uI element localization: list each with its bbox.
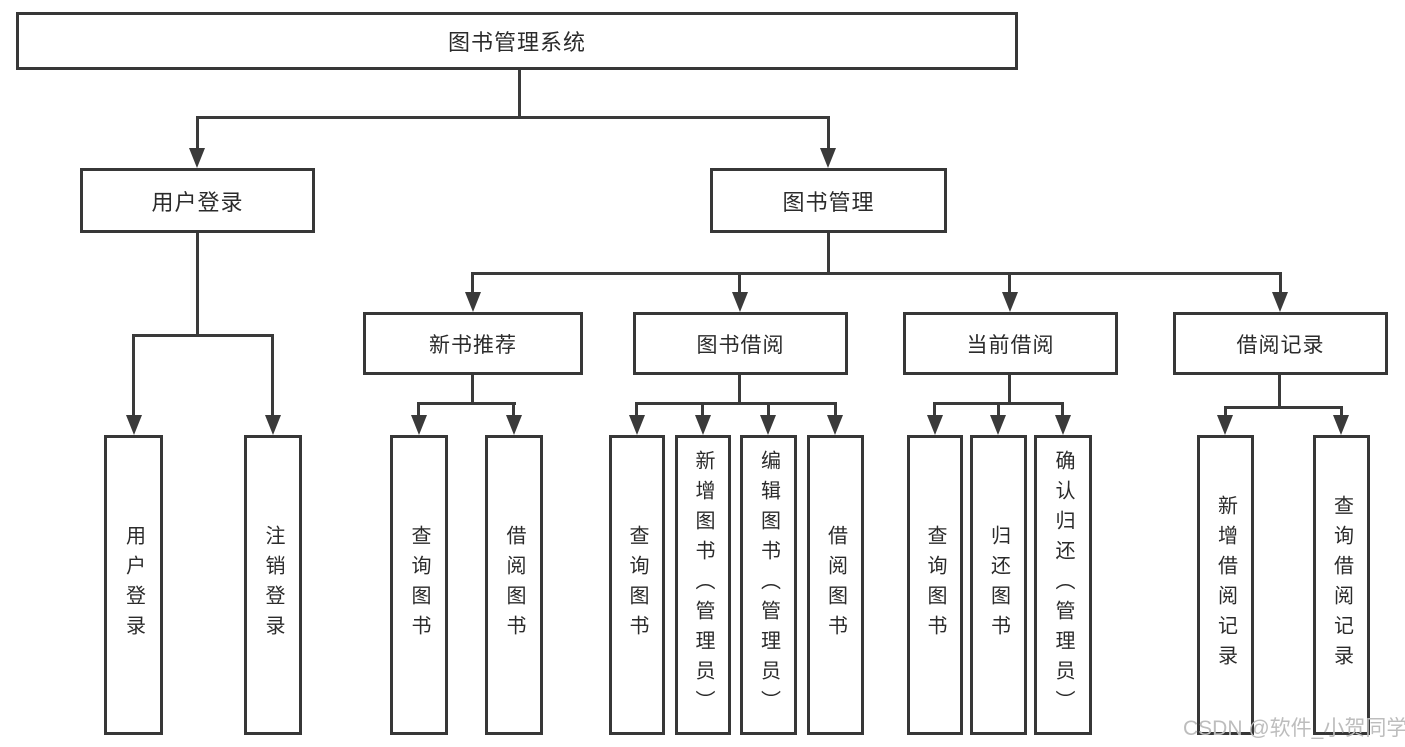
arrowhead-bb-edit: [760, 415, 776, 435]
connector-book-borrow-rail: [635, 402, 837, 405]
arrowhead-cb-confirm: [1055, 415, 1071, 435]
arrowhead-current-borrow: [1002, 292, 1018, 312]
node-leaf-br-query-record: 查询借阅记录: [1313, 435, 1370, 735]
node-leaf-br-add-record-label: 新增借阅记录: [1214, 495, 1237, 675]
arrowhead-login: [126, 415, 142, 435]
connector-drop-book-borrow: [738, 272, 741, 294]
connector-book-mgmt-stem: [827, 233, 830, 274]
node-leaf-cb-query-book: 查询图书: [907, 435, 963, 735]
node-leaf-br-query-record-label: 查询借阅记录: [1330, 495, 1353, 675]
connector-drop-br-add: [1224, 406, 1227, 416]
connector-drop-login: [132, 334, 135, 416]
node-leaf-bb-add-book: 新增图书（管理员）: [675, 435, 731, 735]
connector-new-book-rec-stem: [471, 375, 474, 404]
node-leaf-cb-confirm-return-label: 确认归还（管理员）: [1052, 450, 1074, 720]
node-new-book-rec: 新书推荐: [363, 312, 583, 375]
connector-drop-bb-add: [701, 402, 704, 416]
node-leaf-logout-label: 注销登录: [262, 525, 284, 645]
connector-drop-rec-query: [417, 402, 420, 416]
node-root: 图书管理系统: [16, 12, 1018, 70]
connector-drop-cb-confirm: [1061, 402, 1064, 416]
node-new-book-rec-label: 新书推荐: [429, 333, 517, 357]
node-user-login-label: 用户登录: [151, 189, 244, 215]
node-leaf-br-add-record: 新增借阅记录: [1197, 435, 1254, 735]
connector-drop-logout: [271, 334, 274, 416]
arrowhead-rec-query: [411, 415, 427, 435]
connector-drop-br-query: [1340, 406, 1343, 416]
connector-drop-current-borrow: [1008, 272, 1011, 294]
node-leaf-cb-confirm-return: 确认归还（管理员）: [1034, 435, 1092, 735]
arrowhead-rec-borrow: [506, 415, 522, 435]
node-user-login: 用户登录: [80, 168, 315, 233]
node-current-borrow-label: 当前借阅: [966, 333, 1055, 357]
arrowhead-book-borrow: [732, 292, 748, 312]
connector-drop-user-login: [196, 116, 199, 150]
node-leaf-cb-return-book-label: 归还图书: [987, 525, 1010, 645]
connector-drop-bb-query: [635, 402, 638, 416]
node-leaf-logout: 注销登录: [244, 435, 302, 735]
node-borrow-records-label: 借阅记录: [1236, 333, 1325, 357]
node-leaf-user-login-label: 用户登录: [122, 525, 145, 645]
node-leaf-bb-edit-book: 编辑图书（管理员）: [740, 435, 797, 735]
connector-root-stem: [518, 70, 521, 118]
connector-drop-book-mgmt: [827, 116, 830, 150]
node-book-mgmt-label: 图书管理: [782, 189, 875, 215]
connector-root-rail: [196, 116, 830, 119]
arrowhead-bb-borrow: [827, 415, 843, 435]
connector-drop-cb-return: [997, 402, 1000, 416]
node-current-borrow: 当前借阅: [903, 312, 1118, 375]
node-leaf-bb-edit-book-label: 编辑图书（管理员）: [757, 450, 780, 720]
node-book-borrow: 图书借阅: [633, 312, 848, 375]
connector-drop-bb-borrow: [834, 402, 837, 416]
node-leaf-bb-borrow-book-label: 借阅图书: [824, 525, 847, 645]
arrowhead-new-book-rec: [465, 292, 481, 312]
connector-drop-borrow-records: [1279, 272, 1282, 294]
csdn-watermark: CSDN @软件_小贺同学: [1183, 717, 1405, 740]
connector-book-borrow-stem: [738, 375, 741, 404]
arrowhead-bb-add: [695, 415, 711, 435]
connector-drop-cb-query: [933, 402, 936, 416]
arrowhead-borrow-records: [1272, 292, 1288, 312]
node-leaf-user-login: 用户登录: [104, 435, 163, 735]
node-leaf-rec-borrow-book: 借阅图书: [485, 435, 543, 735]
node-leaf-bb-query-book: 查询图书: [609, 435, 665, 735]
node-leaf-bb-borrow-book: 借阅图书: [807, 435, 864, 735]
arrowhead-bb-query: [629, 415, 645, 435]
node-leaf-cb-return-book: 归还图书: [970, 435, 1027, 735]
arrowhead-cb-query: [927, 415, 943, 435]
connector-new-book-rec-rail: [417, 402, 516, 405]
node-leaf-bb-query-book-label: 查询图书: [626, 525, 648, 645]
connector-user-login-stem: [196, 233, 199, 336]
connector-borrow-records-rail: [1224, 406, 1343, 409]
node-root-label: 图书管理系统: [447, 30, 586, 55]
arrowhead-book-mgmt: [820, 148, 836, 168]
arrowhead-br-add: [1217, 415, 1233, 435]
arrowhead-logout: [265, 415, 281, 435]
connector-book-mgmt-rail: [471, 272, 1282, 275]
node-leaf-rec-borrow-book-label: 借阅图书: [503, 525, 525, 645]
connector-borrow-records-stem: [1278, 375, 1281, 408]
node-book-borrow-label: 图书借阅: [696, 333, 785, 357]
connector-drop-new-book-rec: [471, 272, 474, 294]
connector-current-borrow-stem: [1008, 375, 1011, 404]
arrowhead-cb-return: [990, 415, 1006, 435]
node-leaf-rec-query-book: 查询图书: [390, 435, 448, 735]
connector-user-login-rail: [132, 334, 274, 337]
arrowhead-br-query: [1333, 415, 1349, 435]
node-leaf-bb-add-book-label: 新增图书（管理员）: [692, 450, 714, 720]
node-book-mgmt: 图书管理: [710, 168, 947, 233]
arrowhead-user-login: [189, 148, 205, 168]
node-leaf-rec-query-book-label: 查询图书: [408, 525, 430, 645]
connector-drop-rec-borrow: [512, 402, 515, 416]
connector-drop-bb-edit: [767, 402, 770, 416]
node-borrow-records: 借阅记录: [1173, 312, 1388, 375]
node-leaf-cb-query-book-label: 查询图书: [924, 525, 946, 645]
